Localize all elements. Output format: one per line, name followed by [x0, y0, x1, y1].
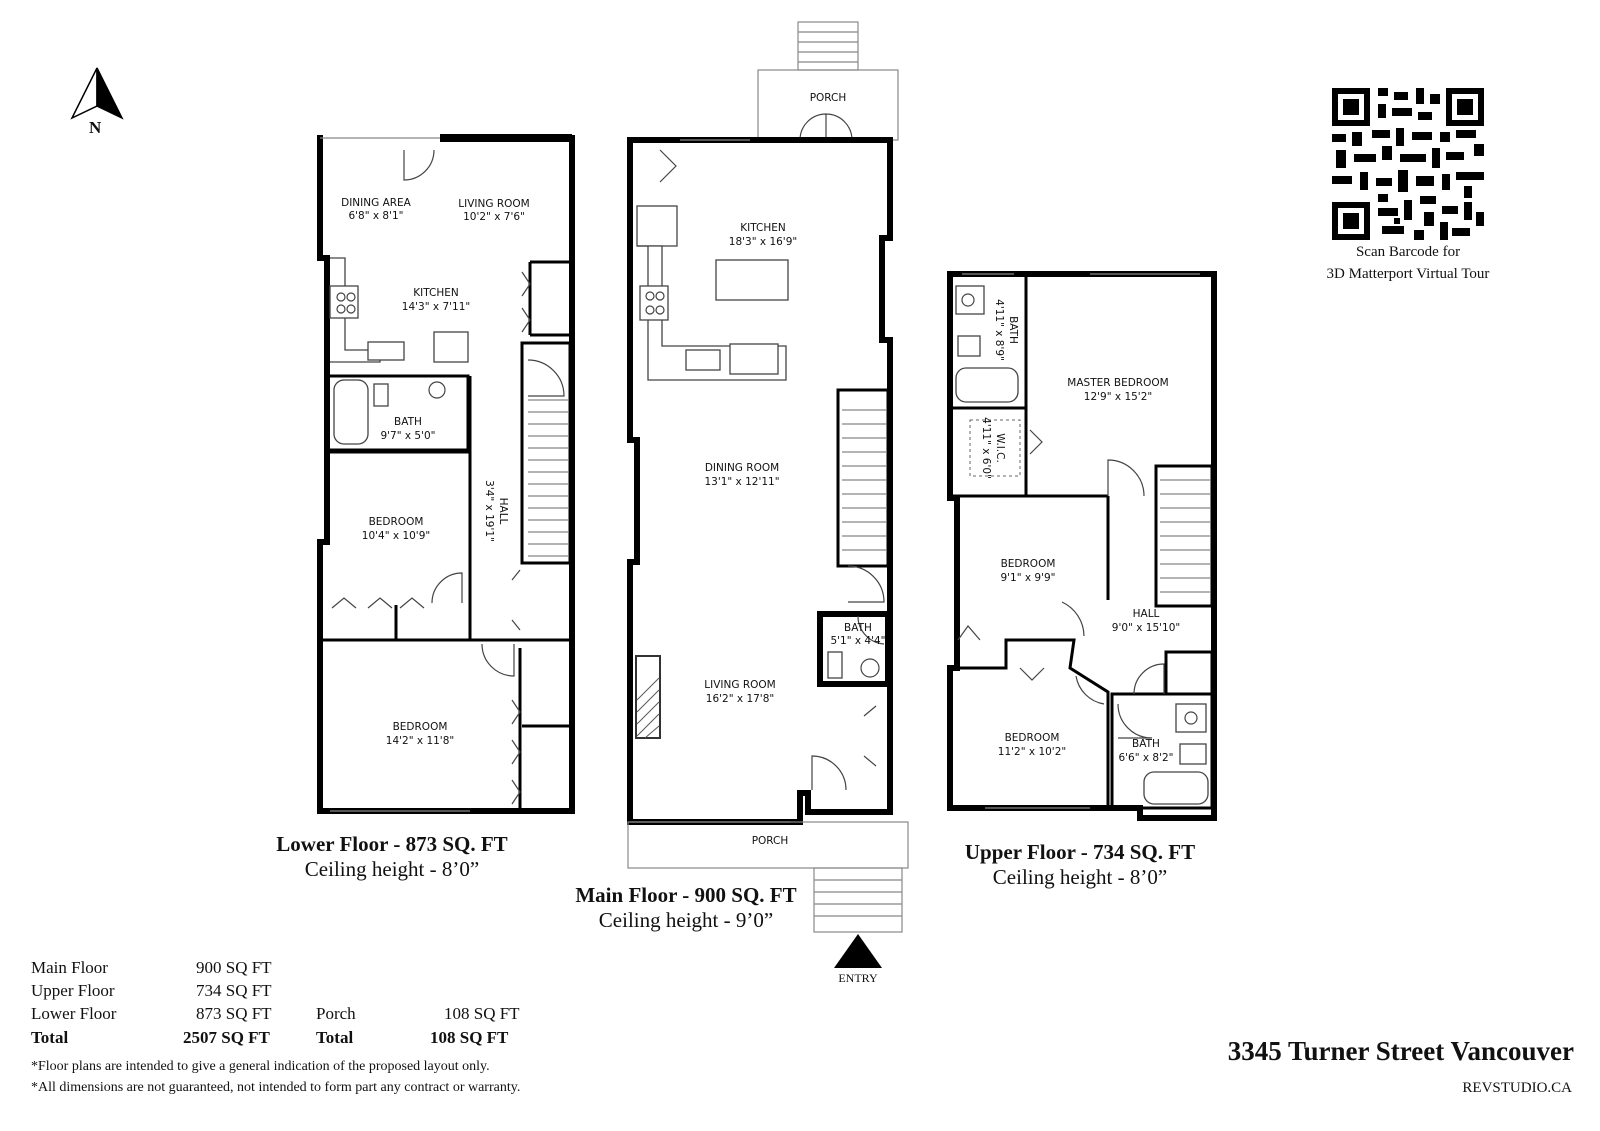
summary-total-value: 2507 SQ FT — [183, 1028, 270, 1047]
summary-value: 873 SQ FT — [196, 1004, 272, 1023]
room-name: PORCH — [810, 92, 847, 104]
lower-floor-title: Lower Floor - 873 SQ. FT — [276, 832, 508, 856]
main-floor-caption: Main Floor - 900 SQ. FT Ceiling height -… — [558, 883, 814, 933]
room-name: LIVING ROOM — [458, 198, 529, 210]
room-dims: 6'6" x 8'2" — [1118, 752, 1173, 764]
room-name: BEDROOM — [369, 516, 424, 528]
room-dims: 4'11" x 8'9" — [993, 299, 1005, 361]
room-name: W.I.C. — [994, 433, 1006, 463]
room-name: BATH — [1007, 316, 1019, 344]
porch-total-label: Total — [316, 1028, 354, 1047]
studio-credit: REVSTUDIO.CA — [1462, 1080, 1572, 1096]
summary-value: 900 SQ FT — [196, 958, 272, 977]
qr-caption: Scan Barcode for 3D Matterport Virtual T… — [1288, 241, 1528, 285]
room-name: KITCHEN — [413, 287, 459, 299]
summary-label: Upper Floor — [31, 981, 115, 1000]
entry-label: ENTRY — [838, 971, 878, 985]
room-name: BATH — [394, 416, 422, 428]
summary-label: Lower Floor — [31, 1004, 117, 1023]
room-name: DINING ROOM — [705, 462, 779, 474]
room-dims: 10'4" x 10'9" — [362, 530, 430, 542]
room-name: BEDROOM — [1005, 732, 1060, 744]
qr-caption-line1: Scan Barcode for — [1355, 244, 1461, 260]
room-name: BEDROOM — [1001, 558, 1056, 570]
room-dims: 5'1" x 4'4" — [830, 635, 885, 647]
room-dims: 14'2" x 11'8" — [386, 735, 454, 747]
upper-floor-plan — [947, 271, 1217, 821]
compass-label: N — [89, 118, 102, 137]
lower-floor-caption: Lower Floor - 873 SQ. FT Ceiling height … — [264, 832, 520, 882]
property-address: 3345 Turner Street Vancouver — [1227, 1036, 1574, 1066]
main-floor-ceiling: Ceiling height - 9’0” — [598, 908, 774, 932]
lower-floor-ceiling: Ceiling height - 8’0” — [304, 857, 480, 881]
room-name: BATH — [844, 622, 872, 634]
room-dims: 16'2" x 17'8" — [706, 693, 774, 705]
main-floor-plan — [627, 21, 909, 968]
room-dims: 13'1" x 12'11" — [704, 476, 779, 488]
entry-arrow-icon — [834, 934, 882, 968]
room-dims: 11'2" x 10'2" — [998, 746, 1066, 758]
room-name: MASTER BEDROOM — [1067, 377, 1168, 389]
main-floor-title: Main Floor - 900 SQ. FT — [575, 883, 797, 907]
room-name: KITCHEN — [740, 222, 786, 234]
room-dims: 18'3" x 16'9" — [729, 236, 797, 248]
room-dims: 12'9" x 15'2" — [1084, 391, 1152, 403]
room-dims: 6'8" x 8'1" — [348, 210, 403, 222]
qr-code-icon — [1332, 88, 1484, 240]
room-name: LIVING ROOM — [704, 679, 775, 691]
room-name: BEDROOM — [393, 721, 448, 733]
porch-label: Porch — [316, 1004, 356, 1023]
room-dims: 10'2" x 7'6" — [463, 211, 525, 223]
summary-label: Main Floor — [31, 958, 108, 977]
room-name: HALL — [497, 498, 509, 525]
lower-floor-plan — [317, 134, 575, 814]
room-dims: 14'3" x 7'11" — [402, 301, 470, 313]
room-labels: DINING AREA 6'8" x 8'1" LIVING ROOM 10'2… — [341, 92, 1180, 985]
north-arrow-icon — [70, 67, 124, 120]
disclaimer: *Floor plans are intended to give a gene… — [31, 1059, 490, 1074]
room-name: DINING AREA — [341, 197, 412, 209]
qr-caption-line2: 3D Matterport Virtual Tour — [1326, 266, 1490, 282]
room-dims: 9'1" x 9'9" — [1000, 572, 1055, 584]
disclaimer: *All dimensions are not guaranteed, not … — [31, 1080, 521, 1095]
room-dims: 9'7" x 5'0" — [380, 430, 435, 442]
summary-total-label: Total — [31, 1028, 69, 1047]
room-name: PORCH — [752, 835, 789, 847]
upper-floor-caption: Upper Floor - 734 SQ. FT Ceiling height … — [952, 840, 1208, 890]
room-dims: 9'0" x 15'10" — [1112, 622, 1180, 634]
porch-total-value: 108 SQ FT — [430, 1028, 509, 1047]
room-name: BATH — [1132, 738, 1160, 750]
upper-floor-ceiling: Ceiling height - 8’0” — [992, 865, 1168, 889]
room-dims: 4'11" x 6'0" — [980, 417, 992, 479]
room-dims: 3'4" x 19'1" — [483, 480, 495, 542]
room-name: HALL — [1133, 608, 1160, 620]
porch-value: 108 SQ FT — [444, 1004, 520, 1023]
summary-value: 734 SQ FT — [196, 981, 272, 1000]
upper-floor-title: Upper Floor - 734 SQ. FT — [964, 840, 1196, 864]
